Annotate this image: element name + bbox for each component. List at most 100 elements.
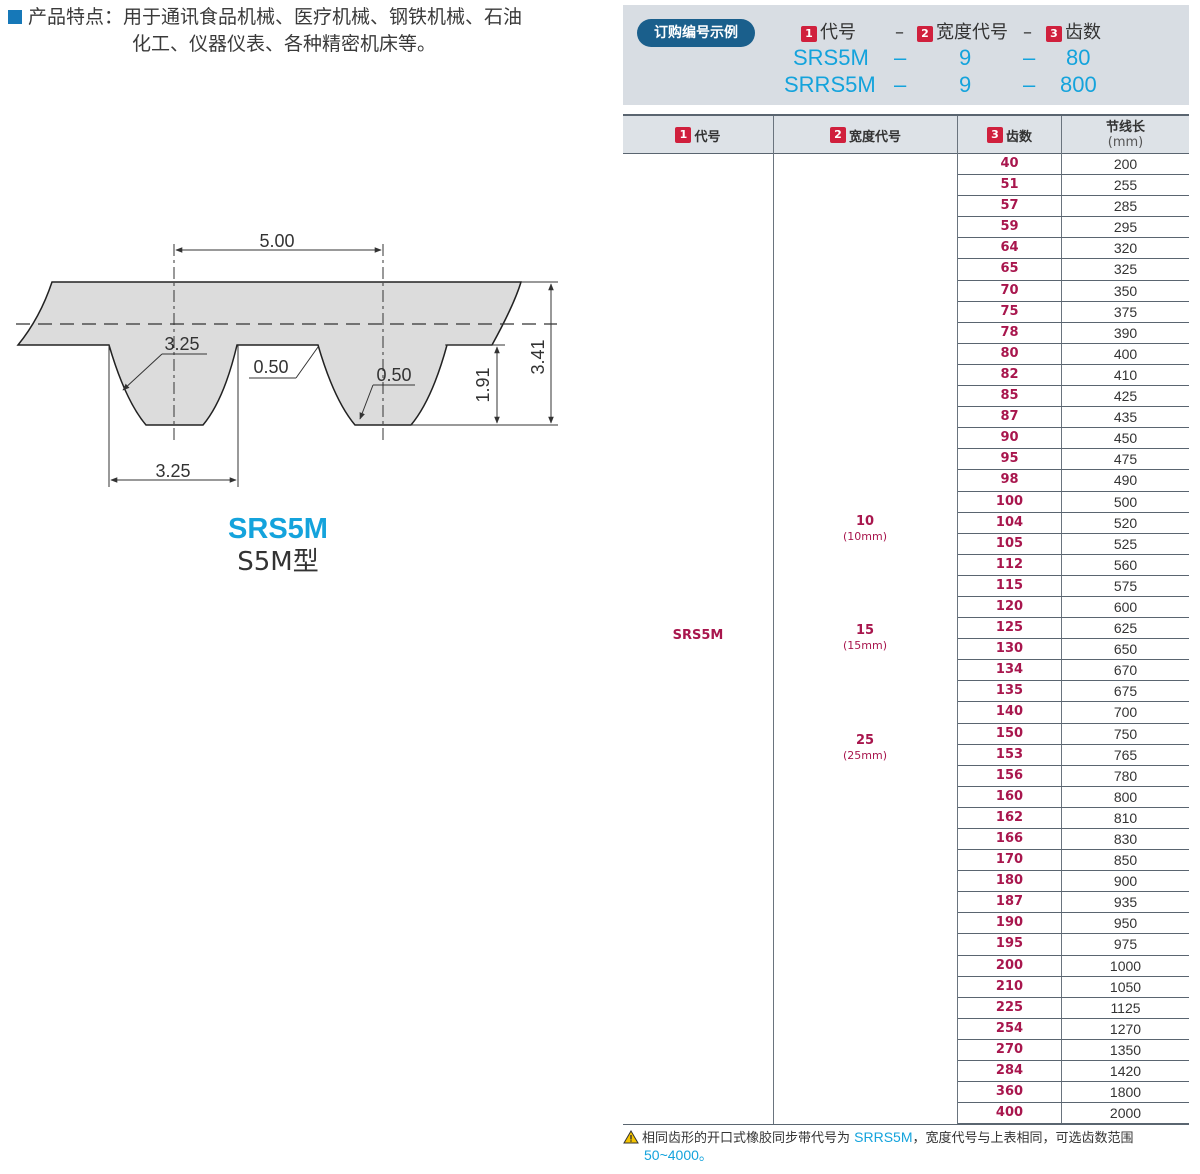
model-subtitle: S5M型 <box>237 547 319 577</box>
teeth-count: 195 <box>995 936 1024 952</box>
pitch-length: 975 <box>1113 936 1138 953</box>
pitch-length: 810 <box>1113 809 1138 826</box>
pitch-length: 935 <box>1113 894 1138 911</box>
tooth-profile-drawing: 5.00 3.25 0.50 0.50 1.91 3.41 3.25 <box>16 231 558 487</box>
number-badge-icon: 2 <box>917 26 933 42</box>
pitch-length: 560 <box>1113 556 1138 573</box>
teeth-count: 153 <box>995 746 1024 762</box>
column-divider <box>957 154 958 1124</box>
dim-fillet-right-label: 0.50 <box>376 365 411 385</box>
table-row: 160 800 <box>958 787 1189 808</box>
dim-pitch-label: 5.00 <box>259 231 294 251</box>
order-row-2-dash-2: – <box>1023 72 1036 97</box>
footnote: 相同齿形的开口式橡胶同步带代号为 SRRS5M，宽度代号与上表相同，可选齿数范围… <box>623 1129 1189 1163</box>
teeth-count: 70 <box>1000 282 1019 298</box>
number-badge-icon: 2 <box>829 127 846 143</box>
pitch-length: 830 <box>1113 831 1138 847</box>
teeth-count: 166 <box>995 831 1024 846</box>
number-badge-icon: 1 <box>801 26 817 42</box>
pitch-length: 285 <box>1113 198 1138 215</box>
number-badge-icon: 3 <box>1046 26 1062 42</box>
teeth-count: 80 <box>1000 345 1019 361</box>
pitch-length: 325 <box>1113 261 1138 278</box>
teeth-count: 85 <box>1000 388 1019 404</box>
width-option: 15 (15mm) <box>842 623 887 652</box>
teeth-count: 51 <box>1000 177 1019 193</box>
order-header-dash-2: – <box>1023 22 1032 43</box>
pitch-length: 475 <box>1113 451 1138 468</box>
teeth-count: 104 <box>995 514 1024 530</box>
table-row: 187 935 <box>958 892 1189 914</box>
pitch-length: 700 <box>1113 704 1138 721</box>
square-bullet-icon <box>8 10 22 24</box>
table-row: 153 765 <box>958 745 1189 766</box>
teeth-count: 105 <box>995 535 1024 551</box>
order-row-1-code: SRS5M <box>793 45 869 70</box>
teeth-count: 134 <box>995 662 1024 678</box>
teeth-count: 160 <box>995 788 1024 804</box>
pitch-length: 780 <box>1113 767 1138 784</box>
pitch-length: 435 <box>1113 409 1138 426</box>
pitch-length: 765 <box>1113 746 1138 763</box>
teeth-count: 180 <box>995 873 1024 889</box>
teeth-count: 170 <box>995 852 1024 868</box>
teeth-count: 125 <box>995 620 1024 636</box>
teeth-count: 64 <box>1000 240 1019 256</box>
teeth-count: 135 <box>995 683 1024 699</box>
dim-fillet-top-label: 0.50 <box>253 357 288 377</box>
pitch-length: 500 <box>1113 493 1138 510</box>
pitch-length: 750 <box>1113 725 1138 742</box>
pitch-length: 625 <box>1113 620 1138 637</box>
order-row-1-dash-2: – <box>1023 45 1036 70</box>
pitch-length: 400 <box>1113 345 1138 362</box>
teeth-count: 75 <box>1000 303 1019 319</box>
order-row-1-teeth: 80 <box>1066 45 1091 70</box>
teeth-count: 112 <box>995 556 1024 572</box>
pitch-length: 650 <box>1113 641 1138 658</box>
pitch-length: 1420 <box>1109 1063 1142 1080</box>
teeth-count: 400 <box>995 1105 1024 1121</box>
pitch-length: 295 <box>1113 219 1138 236</box>
table-bottom-rule <box>623 1124 1189 1125</box>
teeth-count: 40 <box>1000 156 1019 171</box>
teeth-count: 82 <box>1000 366 1019 382</box>
warning-icon <box>623 1130 639 1144</box>
teeth-count: 187 <box>995 894 1024 910</box>
dim-tooth-width-label: 3.25 <box>155 461 190 481</box>
footnote-line-1: 相同齿形的开口式橡胶同步带代号为 SRRS5M，宽度代号与上表相同，可选齿数范围 <box>623 1129 1189 1147</box>
number-badge-icon: 1 <box>675 127 692 143</box>
pitch-length: 450 <box>1113 430 1138 447</box>
pitch-length: 575 <box>1113 577 1138 594</box>
pitch-length: 410 <box>1113 366 1138 383</box>
features-line-1: 产品特点：用于通讯食品机械、医疗机械、钢铁机械、石油 <box>8 4 598 31</box>
order-row-2-teeth: 800 <box>1060 72 1097 97</box>
pitch-length: 800 <box>1113 788 1138 805</box>
teeth-count: 120 <box>995 598 1024 614</box>
column-divider <box>773 154 774 1124</box>
table-row: 166 830 <box>958 829 1189 851</box>
features-label: 产品特点： <box>28 6 124 28</box>
